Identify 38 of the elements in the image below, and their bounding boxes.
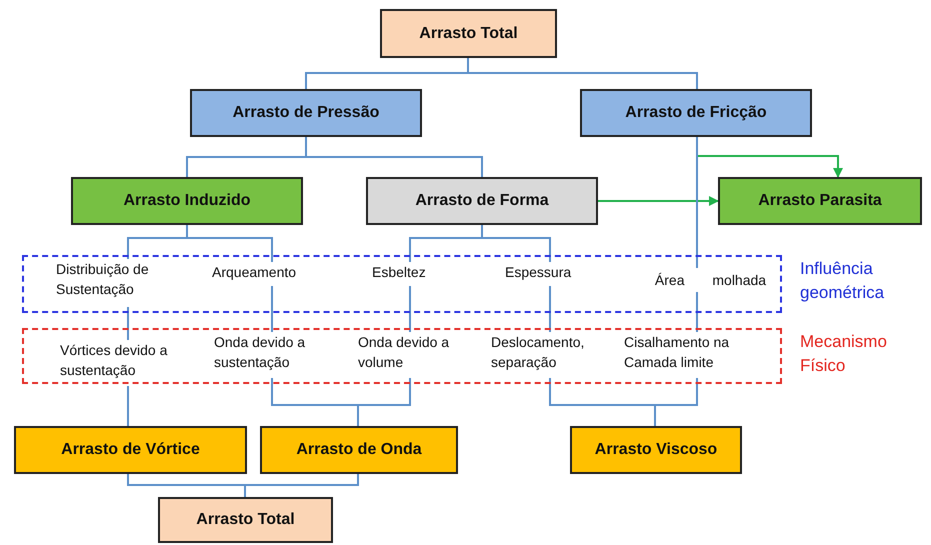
process-box: Arrasto de Pressão	[190, 89, 422, 137]
factor-text: Onda devido a sustentação	[214, 332, 314, 378]
process-box: Arrasto Induzido	[71, 177, 303, 225]
connector-line	[654, 378, 698, 426]
connector-line	[549, 286, 551, 332]
group-label: Mecanismo Físico	[800, 331, 888, 377]
factor-text: Arqueamento	[212, 262, 342, 286]
connector-line	[696, 292, 698, 332]
process-box: Arrasto Parasita	[718, 177, 922, 225]
connector-line	[271, 286, 273, 332]
process-box: Arrasto de Onda	[260, 426, 458, 474]
factor-text: Espessura	[505, 262, 605, 286]
group-label: Influência geométrica	[800, 258, 886, 304]
connector-line	[305, 137, 483, 177]
factor-text: Esbeltez	[372, 262, 452, 286]
factor-text: Deslocamento, separação	[491, 332, 611, 378]
process-box: Arrasto de Vórtice	[14, 426, 247, 474]
process-box: Arrasto Viscoso	[570, 426, 742, 474]
dashed-group-frame	[22, 328, 782, 384]
process-box: Arrasto Total	[380, 9, 557, 58]
factor-text: Onda devido a volume	[358, 332, 454, 378]
process-box: Arrasto Total	[158, 497, 333, 543]
connector-line	[696, 137, 698, 268]
process-box: Arrasto de Fricção	[580, 89, 812, 137]
connector-line	[357, 378, 411, 426]
connector-line	[409, 286, 411, 332]
connector-line	[481, 225, 551, 262]
arrow	[598, 196, 719, 206]
factor-text: Cisalhamento na Camada limite	[624, 332, 778, 378]
connector-line	[244, 474, 359, 497]
connector-line	[127, 386, 129, 426]
process-box: Arrasto de Forma	[366, 177, 598, 225]
dashed-group-frame	[22, 255, 782, 313]
connector-line	[467, 58, 698, 89]
factor-text: Área molhada	[641, 268, 780, 292]
connector-line	[127, 307, 129, 340]
factor-text: Vórtices devido a sustentação	[60, 340, 168, 386]
factor-text: Distribuição de Sustentação	[56, 259, 178, 307]
